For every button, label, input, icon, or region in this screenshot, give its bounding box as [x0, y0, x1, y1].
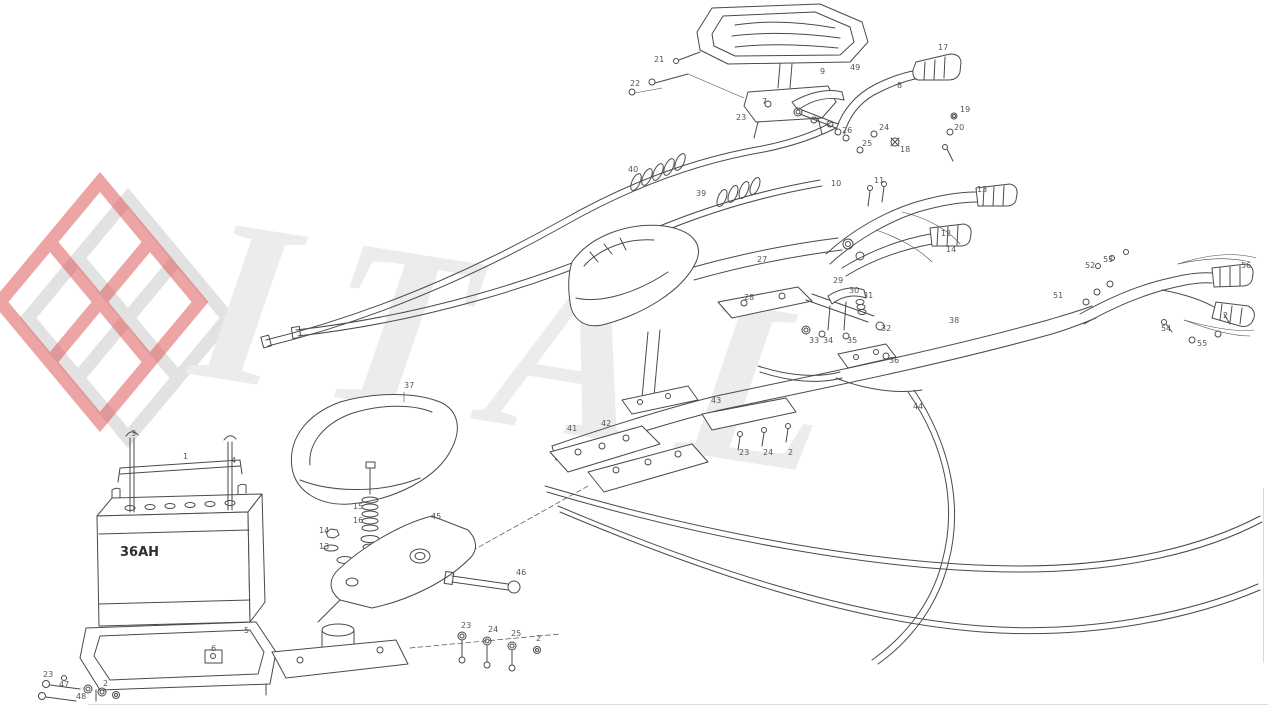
part-callout: 23	[43, 670, 53, 679]
mid-bottom-fasteners	[457, 631, 541, 672]
part-callout: 35	[847, 336, 857, 345]
seat-pad	[696, 3, 869, 89]
part-callout: 20	[954, 123, 964, 132]
battery-tray	[79, 621, 277, 702]
part-callout: 39	[696, 189, 706, 198]
part-callout: 49	[850, 63, 860, 72]
part-callout: 32	[881, 324, 891, 333]
part-callout: 15	[353, 502, 363, 511]
hitch-bracket-assembly	[271, 461, 521, 679]
part-callout: 28	[744, 293, 754, 302]
part-callout: 38	[949, 316, 959, 325]
part-callout: 37	[404, 381, 414, 390]
part-callout: 6	[211, 644, 216, 653]
part-callout: 24	[879, 123, 889, 132]
part-callout: 34	[823, 336, 833, 345]
part-callout: 36	[889, 356, 899, 365]
part-callout: 27	[757, 255, 767, 264]
part-callout: 42	[601, 419, 611, 428]
part-callout: 45	[431, 512, 441, 521]
part-callout: 23	[461, 621, 471, 630]
part-callout: 31	[863, 291, 873, 300]
part-callout: 21	[654, 55, 664, 64]
part-callout: 13	[319, 542, 329, 551]
part-callout: 47	[59, 680, 69, 689]
part-callout: 19	[960, 105, 970, 114]
part-callout: 3	[131, 429, 136, 438]
battery-holddown-rods	[117, 431, 243, 513]
part-callout: 8	[897, 81, 902, 90]
part-callout: 5	[244, 626, 249, 635]
part-callout: 51	[1053, 291, 1063, 300]
part-callout: 24	[763, 448, 773, 457]
part-callout: 7	[762, 97, 767, 106]
page-edge-bottom	[88, 704, 1268, 705]
top-fasteners	[628, 51, 958, 162]
part-callout: 2	[788, 448, 793, 457]
main-frame	[549, 224, 1097, 493]
part-callout: 24	[488, 625, 498, 634]
battery-capacity-label: 36AH	[120, 545, 159, 560]
part-callout: 22	[630, 79, 640, 88]
part-callout: 17	[938, 43, 948, 52]
part-callout: 16	[353, 516, 363, 525]
part-callout: 52	[1085, 261, 1095, 270]
part-callout: 14	[319, 526, 329, 535]
cable-coil-section	[716, 177, 761, 207]
part-callout: 41	[567, 424, 577, 433]
part-callout: 44	[913, 402, 923, 411]
part-callout: 18	[900, 145, 910, 154]
part-callout: 10	[831, 179, 841, 188]
part-callout: 14	[946, 245, 956, 254]
part-callout: 13	[977, 185, 987, 194]
part-callout: 23	[736, 113, 746, 122]
handlebar-assembly	[825, 181, 1018, 277]
part-callout: 46	[516, 568, 526, 577]
side-cover	[290, 391, 458, 505]
part-callout: 30	[849, 286, 859, 295]
part-callout: 25	[862, 139, 872, 148]
brand-logo-watermark	[0, 168, 248, 463]
part-callout: 53	[1103, 255, 1113, 264]
linkage-hardware-cluster	[801, 287, 890, 360]
cable-coil-section	[630, 153, 686, 191]
part-callout: 2	[103, 679, 108, 688]
bottom-left-fasteners	[38, 675, 120, 702]
part-callout: 29	[833, 276, 843, 285]
part-callout: 48	[76, 692, 86, 701]
part-callout: 43	[711, 396, 721, 405]
part-callout: 54	[1161, 324, 1171, 333]
part-callout: 2	[536, 634, 541, 643]
part-callout: 11	[874, 176, 884, 185]
page-edge-right	[1263, 488, 1264, 663]
part-callout: 23	[739, 448, 749, 457]
part-callout: 33	[809, 336, 819, 345]
part-callout: 55	[1197, 339, 1207, 348]
shift-lever-linkage	[791, 89, 845, 129]
battery: 36AH	[96, 483, 266, 627]
part-callout: 26	[842, 126, 852, 135]
part-callout: 1	[183, 452, 188, 461]
part-callout: 4	[231, 456, 236, 465]
part-callout: 40	[628, 165, 638, 174]
right-handlebar-levers	[1079, 249, 1257, 344]
part-callout: 2	[1223, 311, 1228, 320]
gear-lever-handle	[834, 53, 962, 136]
part-callout: 25	[511, 629, 521, 638]
part-callout: 56	[1241, 261, 1251, 270]
part-callout: 9	[820, 67, 825, 76]
part-callout: 12	[941, 229, 951, 238]
